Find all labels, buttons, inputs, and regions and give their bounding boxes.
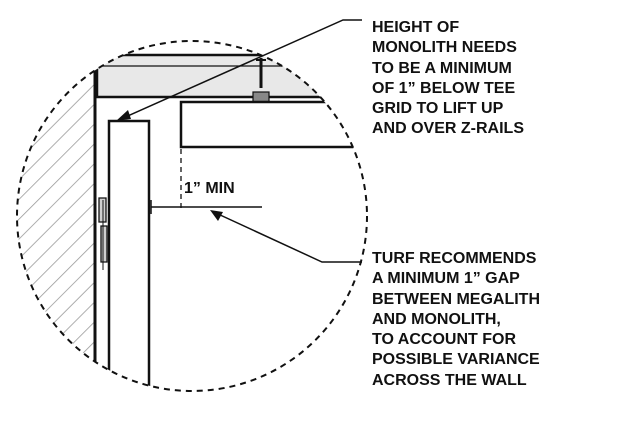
gap-callout-line: BETWEEN MEGALITH xyxy=(372,290,540,308)
gap-callout-line: POSSIBLE VARIANCE xyxy=(372,351,540,369)
arrowhead-height xyxy=(116,110,131,121)
gap-callout-line: TO ACCOUNT FOR xyxy=(372,331,516,349)
dimension-label: 1” MIN xyxy=(184,180,235,197)
height-callout-line: AND OVER Z-RAILS xyxy=(372,120,524,138)
height-callout-line: TO BE A MINIMUM xyxy=(372,59,512,77)
gap-callout-line: AND MONOLITH, xyxy=(372,310,501,328)
detail-circle xyxy=(16,40,368,392)
leader-line-height xyxy=(120,19,362,120)
ceiling-band xyxy=(95,53,367,99)
height-callout-line: MONOLITH NEEDS xyxy=(372,39,517,57)
megalith-panel xyxy=(179,100,367,149)
height-callout-line: HEIGHT OF xyxy=(372,19,460,36)
monolith-panel xyxy=(107,119,151,391)
arrowhead-gap xyxy=(210,210,223,221)
leader-line-gap xyxy=(217,213,362,263)
gap-callout-line: TURF RECOMMENDS xyxy=(372,250,537,267)
tee-grid-connector xyxy=(252,91,270,103)
height-callout-line: GRID TO LIFT UP xyxy=(372,100,504,118)
gap-callout-line: ACROSS THE WALL xyxy=(372,371,527,389)
height-callout-line: OF 1” BELOW TEE xyxy=(372,79,516,97)
gap-callout: TURF RECOMMENDS A MINIMUM 1” GAP BETWEEN… xyxy=(372,249,540,391)
detail-contents xyxy=(17,41,367,391)
wall-hatching xyxy=(17,41,95,391)
height-callout: HEIGHT OF MONOLITH NEEDS TO BE A MINIMUM… xyxy=(372,18,524,140)
gap-callout-line: A MINIMUM 1” GAP xyxy=(372,270,520,288)
